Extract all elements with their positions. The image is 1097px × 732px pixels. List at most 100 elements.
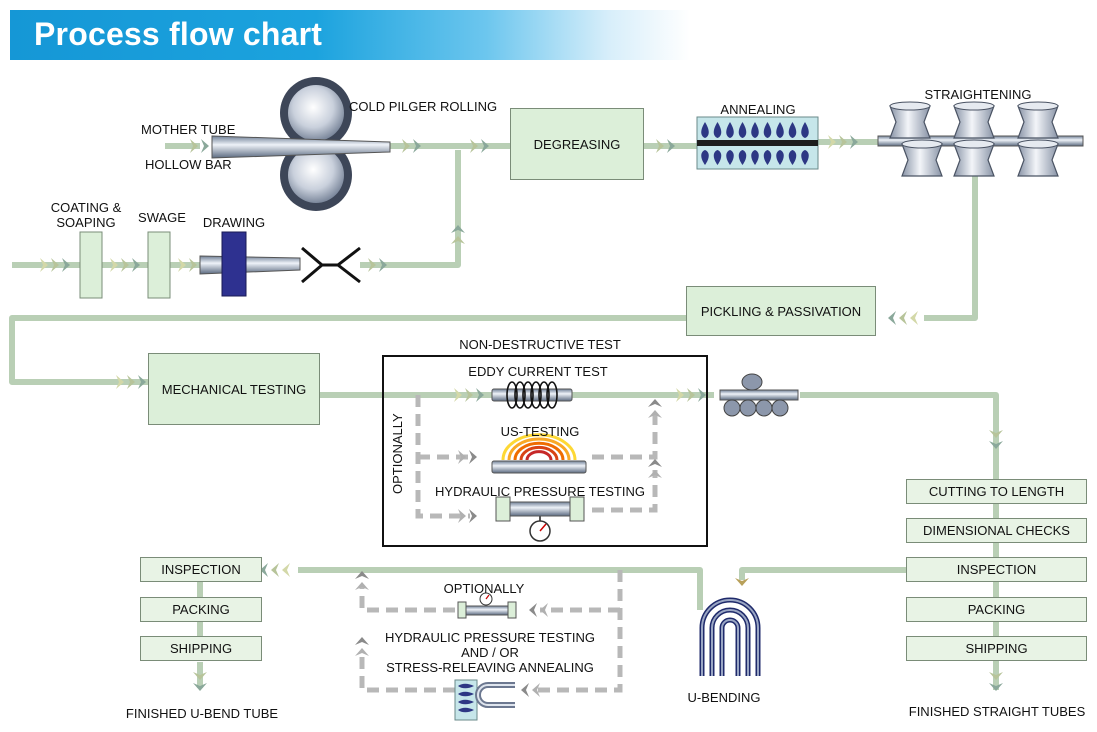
box-packing-left: PACKING: [140, 597, 262, 622]
label-eddy-current: EDDY CURRENT TEST: [468, 364, 608, 379]
box-dimensional-checks: DIMENSIONAL CHECKS: [906, 518, 1087, 543]
flow-arrow: [989, 672, 1003, 680]
flow-arrow: [40, 258, 48, 272]
flow-arrow: [282, 563, 290, 577]
straightener-roll: [953, 139, 995, 177]
ubend-annealing-icon: [454, 679, 515, 721]
box-cutting-to-length: CUTTING TO LENGTH: [906, 479, 1087, 504]
flow-arrow: [850, 135, 858, 149]
flow-arrow: [190, 139, 198, 153]
flow-arrow: [656, 139, 664, 153]
flow-arrow: [138, 375, 146, 389]
flow-arrow: [989, 441, 1003, 449]
label-swage: SWAGE: [138, 210, 186, 225]
u-bending-icon: [699, 597, 761, 676]
label-ndt: NON-DESTRUCTIVE TEST: [459, 337, 621, 352]
cold-pilger-rolls-icon: [211, 77, 391, 211]
flow-arrow: [828, 135, 836, 149]
straightener-roll: [901, 139, 943, 177]
ndt-frame: [382, 355, 708, 547]
flow-arrow: [521, 683, 529, 697]
label-us-testing: US-TESTING: [500, 424, 580, 439]
straightener-roll: [1017, 101, 1059, 139]
flow-arrow: [899, 311, 907, 325]
flow-arrow: [178, 258, 186, 272]
optional-lines: [359, 395, 658, 693]
label-finished-straight: FINISHED STRAIGHT TUBES: [908, 704, 1086, 719]
annealing-furnace-icon: [696, 116, 819, 170]
swage-icon: [147, 231, 171, 299]
flow-arrow: [540, 603, 548, 617]
label-hpt-line1: HYDRAULIC PRESSURE TESTING: [385, 630, 595, 645]
label-hydraulic-test: HYDRAULIC PRESSURE TESTING: [435, 484, 645, 499]
flow-arrow: [676, 388, 684, 402]
flow-arrow: [51, 258, 59, 272]
page-title: Process flow chart: [34, 16, 323, 52]
flow-arrow: [648, 470, 662, 478]
flow-arrow: [989, 430, 1003, 438]
tube-rollers-icon: [719, 373, 799, 417]
flow-arrow: [355, 637, 369, 645]
label-u-bending: U-BENDING: [687, 690, 761, 705]
flow-arrow: [116, 375, 124, 389]
flow-arrow: [470, 139, 478, 153]
flow-arrow: [648, 410, 662, 418]
straightener-roll: [953, 101, 995, 139]
flow-arrow: [469, 450, 477, 464]
label-cold-pilger: COLD PILGER ROLLING: [349, 99, 498, 114]
box-shipping-right: SHIPPING: [906, 636, 1087, 661]
flow-arrow: [888, 311, 896, 325]
straightener-roll: [1017, 139, 1059, 177]
drawing-die-icon: [199, 231, 361, 297]
flow-arrow: [532, 683, 540, 697]
box-pickling-passivation: PICKLING & PASSIVATION: [686, 286, 876, 336]
flow-arrow: [201, 139, 209, 153]
flow-arrow: [193, 672, 207, 680]
flow-arrow: [260, 563, 268, 577]
hydraulic-pressure-icon: [495, 496, 585, 542]
ultrasonic-test-icon: [491, 433, 587, 474]
flow-arrow: [355, 648, 369, 656]
flow-arrow: [698, 388, 706, 402]
flow-arrow: [368, 258, 376, 272]
flow-arrow: [476, 388, 484, 402]
flow-arrow: [454, 388, 462, 402]
label-hollow-bar: HOLLOW BAR: [145, 157, 232, 172]
flow-arrow: [458, 450, 466, 464]
flow-arrow: [402, 139, 410, 153]
flow-arrow: [648, 459, 662, 467]
box-inspection-right: INSPECTION: [906, 557, 1087, 582]
straightening-rolls-icon: [877, 101, 1084, 177]
box-shipping-left: SHIPPING: [140, 636, 262, 661]
box-inspection-left: INSPECTION: [140, 557, 262, 582]
flow-arrow: [910, 311, 918, 325]
flow-arrow: [839, 135, 847, 149]
eddy-current-coil-icon: [491, 381, 573, 409]
flow-arrow: [451, 236, 465, 244]
flow-arrow: [121, 258, 129, 272]
label-straightening: STRAIGHTENING: [924, 87, 1032, 102]
flow-arrow: [469, 509, 477, 523]
flow-arrow: [62, 258, 70, 272]
label-coating: COATING &: [50, 200, 122, 215]
flow-arrow: [379, 258, 387, 272]
flow-arrow: [687, 388, 695, 402]
flow-arrow: [451, 225, 465, 233]
label-optionally: OPTIONALLY: [443, 581, 525, 596]
coating-bath-icon: [79, 231, 103, 299]
label-soaping: SOAPING: [56, 215, 116, 230]
box-mechanical-testing: MECHANICAL TESTING: [148, 353, 320, 425]
flow-arrow: [355, 582, 369, 590]
label-drawing: DRAWING: [202, 215, 266, 230]
flow-arrow: [648, 399, 662, 407]
flow-arrow: [127, 375, 135, 389]
label-mother-tube: MOTHER TUBE: [141, 122, 236, 137]
straightener-roll: [889, 101, 931, 139]
label-hpt-line3: STRESS-RELEAVING ANNEALING: [386, 660, 594, 675]
flow-arrow: [413, 139, 421, 153]
box-packing-right: PACKING: [906, 597, 1087, 622]
flow-arrow: [458, 509, 466, 523]
flow-arrow: [189, 258, 197, 272]
label-finished-ubend: FINISHED U-BEND TUBE: [125, 706, 279, 721]
